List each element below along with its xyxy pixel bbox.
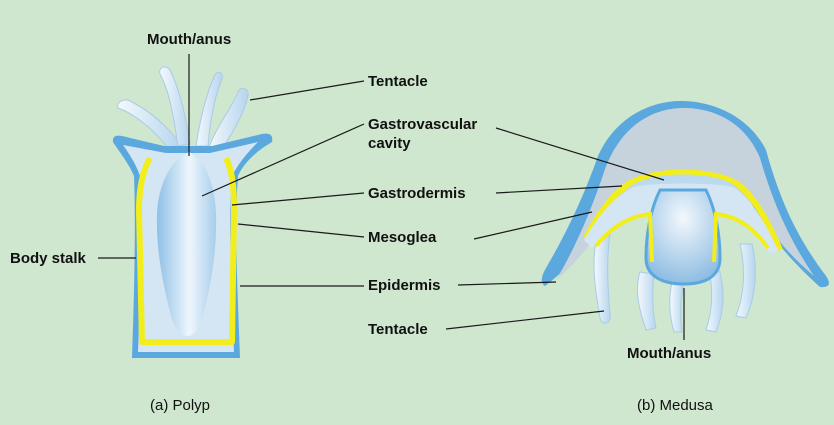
medusa-gastrovascular-cavity bbox=[646, 190, 720, 284]
label-epidermis: Epidermis bbox=[368, 277, 441, 294]
polyp-tentacles bbox=[118, 67, 249, 152]
medusa-tentacle-4 bbox=[736, 244, 755, 318]
leader-mesoglea-polyp bbox=[238, 224, 364, 237]
medusa-tentacle-5 bbox=[670, 282, 684, 332]
label-gastrovascular: Gastrovascular bbox=[368, 116, 477, 133]
leader-tentacle-top bbox=[250, 81, 364, 100]
label-mouth-anus-top: Mouth/anus bbox=[147, 31, 231, 48]
leader-epidermis-medusa bbox=[458, 282, 556, 285]
label-tentacle-top: Tentacle bbox=[368, 73, 428, 90]
label-mouth-anus-bottom: Mouth/anus bbox=[627, 345, 711, 362]
medusa-illustration bbox=[542, 101, 829, 332]
caption-polyp: (a) Polyp bbox=[150, 397, 210, 414]
polyp-illustration bbox=[113, 67, 272, 358]
label-body-stalk: Body stalk bbox=[10, 250, 86, 267]
label-gastrovascular-cavity: cavity bbox=[368, 135, 411, 152]
label-tentacle-bottom: Tentacle bbox=[368, 321, 428, 338]
leader-tentacle-bottom bbox=[446, 311, 604, 329]
caption-medusa: (b) Medusa bbox=[637, 397, 713, 414]
label-mesoglea: Mesoglea bbox=[368, 229, 436, 246]
label-gastrodermis: Gastrodermis bbox=[368, 185, 466, 202]
medusa-tentacle-2 bbox=[638, 272, 656, 330]
leader-gastrodermis-polyp bbox=[232, 193, 364, 205]
